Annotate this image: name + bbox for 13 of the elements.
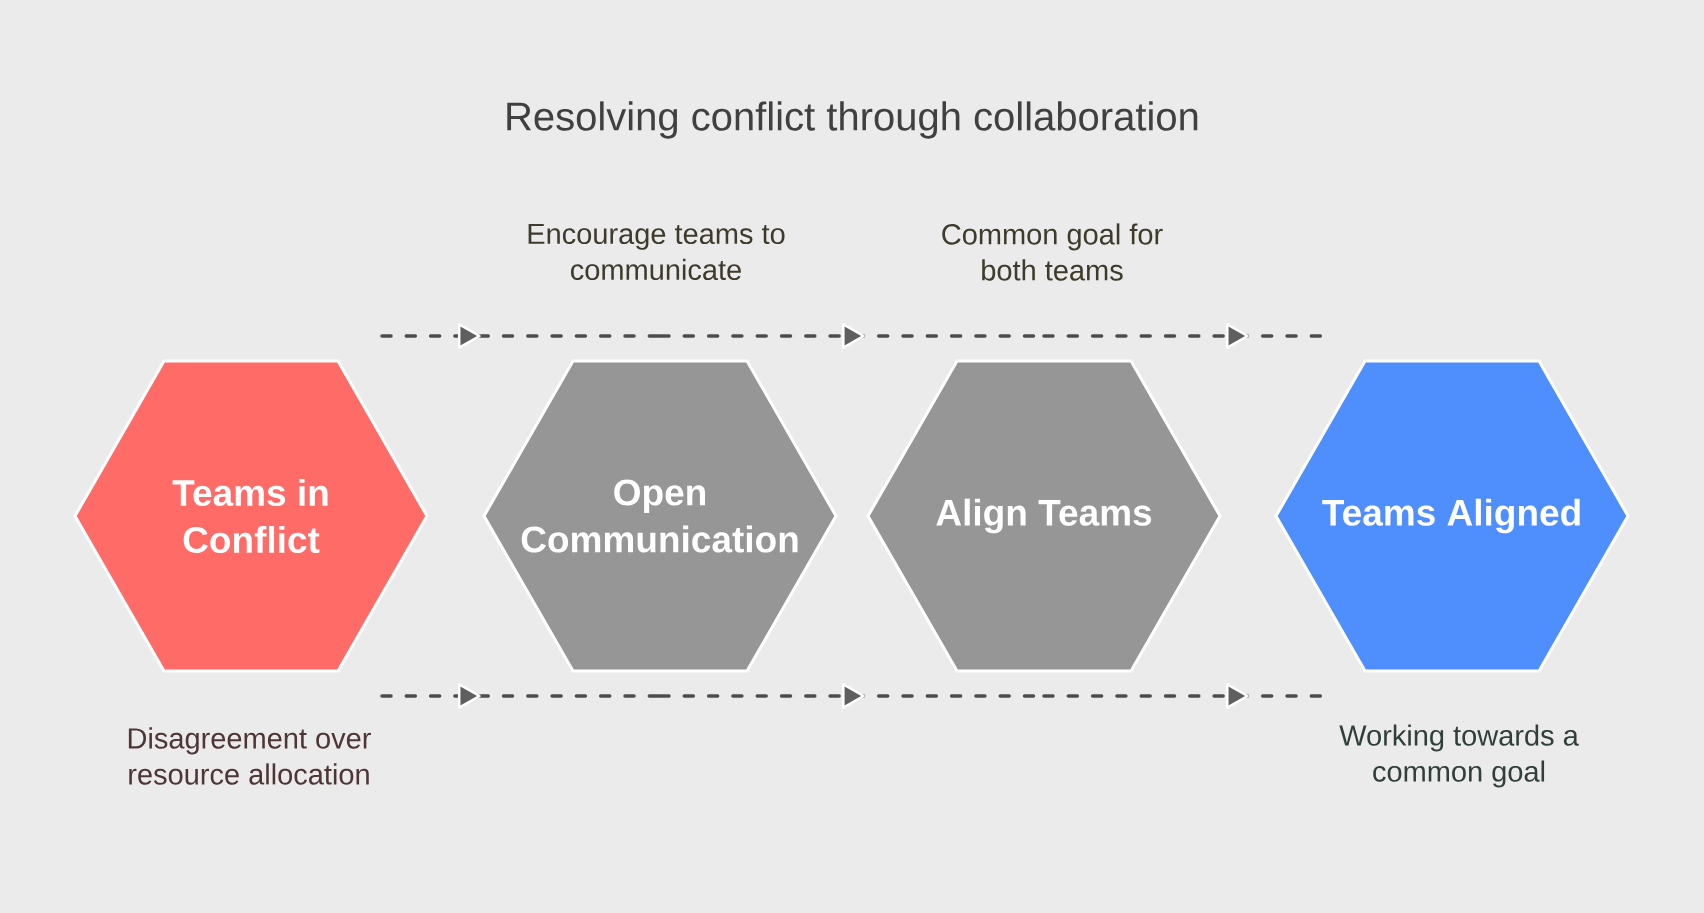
dashed-arrow [380,323,662,349]
dashed-arrow [380,683,662,709]
description: Common goal for both teams [942,223,1163,281]
title: Resolving conflict through collaboration [507,101,1198,139]
step-hexagon: Teams in Conflict [73,359,429,673]
description: Disagreement over resource allocation [128,727,371,785]
step-hexagon: Open Communication [482,359,838,673]
dashed-arrow [1042,323,1323,349]
step-hexagon: Align Teams [866,359,1222,673]
step-hexagon: Teams Aligned [1274,359,1630,673]
description: Encourage teams to communicate [528,223,785,281]
description: Working towards a common goal [1339,724,1579,788]
dashed-arrow [1042,683,1323,709]
